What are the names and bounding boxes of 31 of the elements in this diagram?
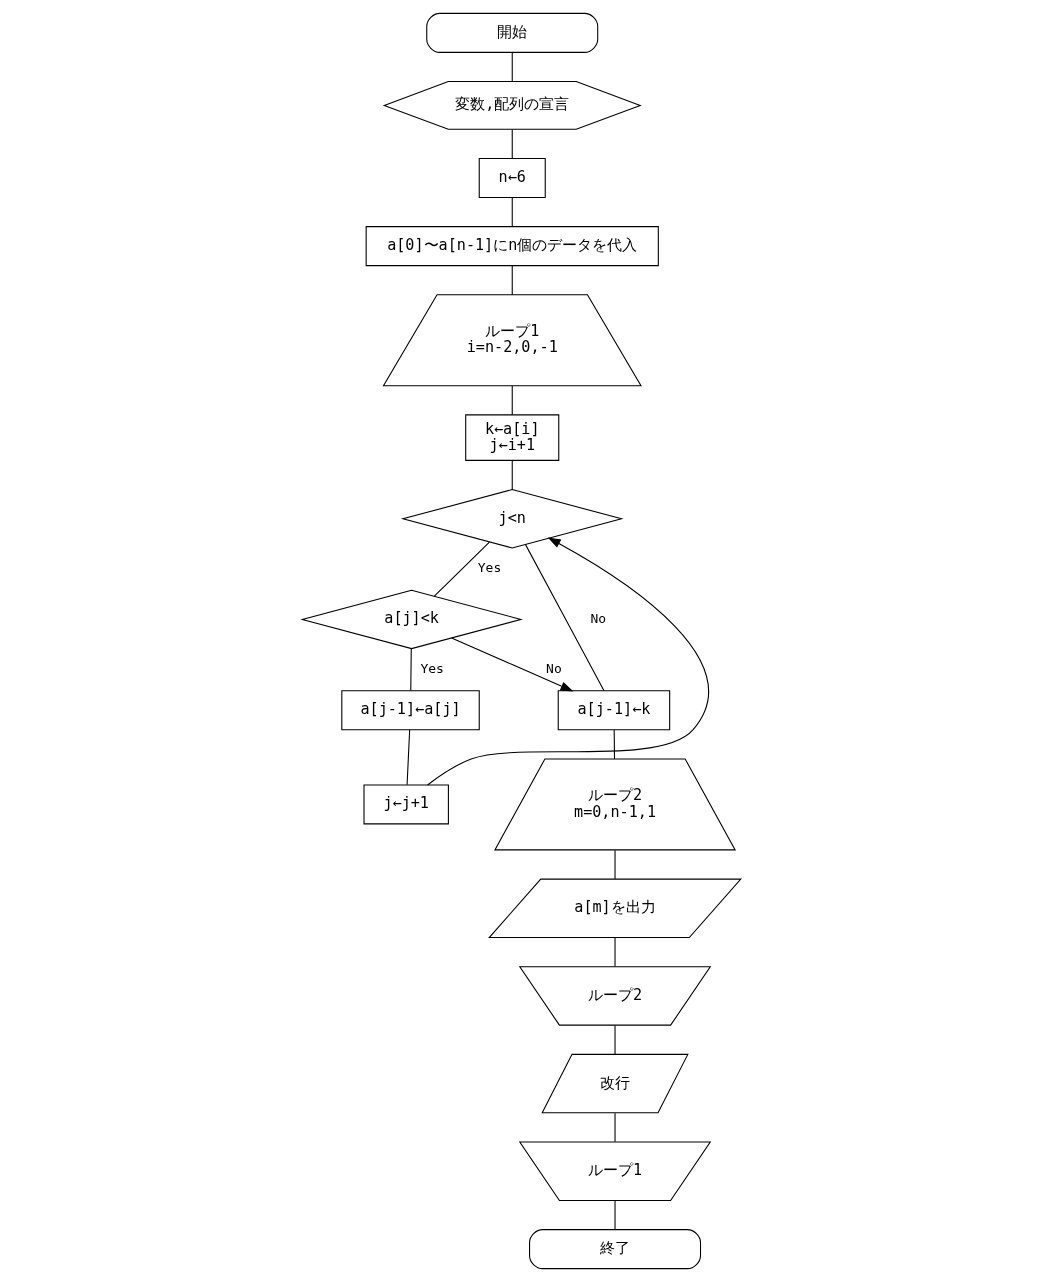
node-box: a[j-1]←k (557, 690, 671, 731)
connector (614, 1112, 616, 1143)
connector (511, 129, 513, 159)
node-box: n←6 (478, 157, 546, 198)
connector (511, 51, 513, 82)
connector (614, 1024, 616, 1055)
edge-label: No (590, 610, 607, 626)
connector (614, 937, 616, 968)
connector (410, 648, 412, 692)
edge-label: No (546, 661, 562, 677)
connector (433, 541, 490, 597)
node-box: k←a[i] j←i+1 (465, 414, 560, 461)
connector (406, 729, 411, 786)
connector (511, 460, 513, 490)
connector (614, 849, 616, 880)
connector (613, 729, 616, 760)
node-box: 終了 (529, 1229, 702, 1270)
connector (511, 385, 513, 416)
node-box: a[0]〜a[n-1]にn個のデータを代入 (365, 226, 659, 267)
node-diamond: a[j]<k (300, 589, 523, 650)
arrow (451, 637, 574, 692)
edge-label: Yes (420, 661, 444, 677)
node-box: j←j+1 (363, 784, 449, 825)
node-box: a[j-1]←a[j] (341, 690, 480, 731)
connector (511, 197, 513, 227)
connector (511, 265, 513, 296)
connector (614, 1200, 616, 1230)
connector (525, 544, 605, 692)
node-box: 開始 (426, 12, 599, 53)
arrow (427, 537, 709, 786)
edge-label: Yes (477, 560, 502, 576)
